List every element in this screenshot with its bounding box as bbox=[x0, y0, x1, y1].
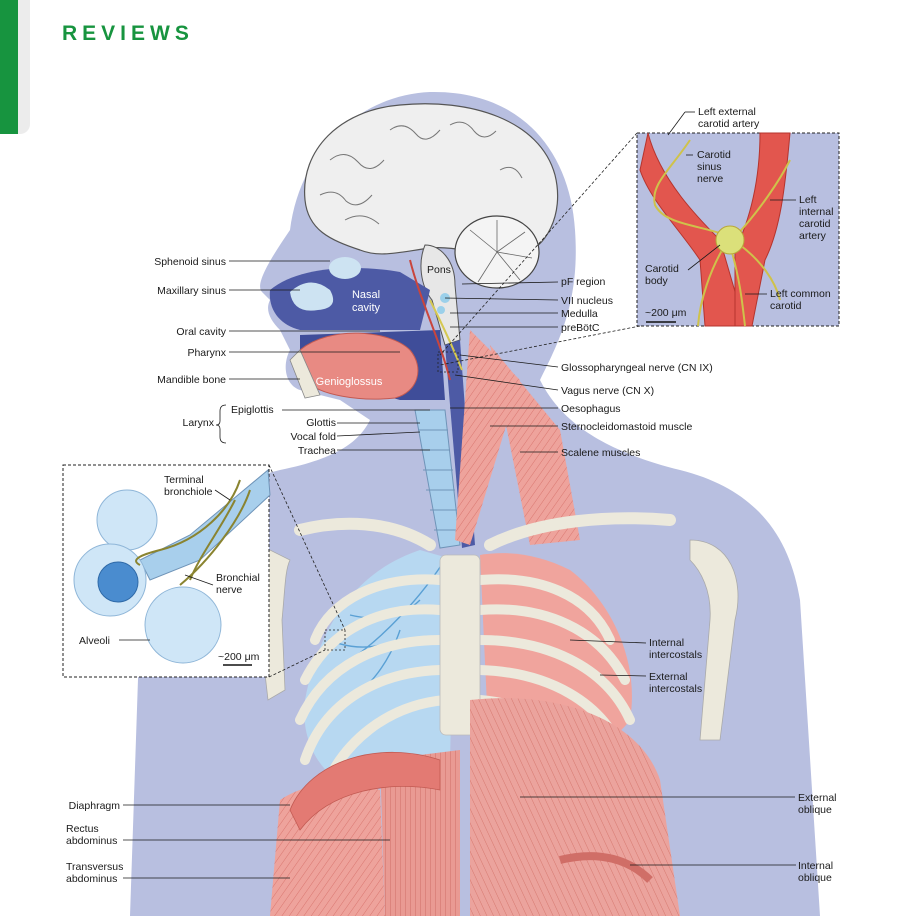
inset-locator-top bbox=[437, 351, 459, 373]
label-rectus-abdominus-1: Rectus bbox=[66, 823, 99, 835]
leader-lines bbox=[119, 111, 796, 879]
label-carotid-sinus-3: nerve bbox=[697, 173, 723, 185]
label-alveoli: Alveoli bbox=[79, 635, 110, 647]
humerus-right bbox=[689, 539, 739, 741]
label-left-external-carotid-2: carotid artery bbox=[698, 118, 760, 130]
label-oral-cavity: Oral cavity bbox=[176, 326, 226, 338]
label-internal-oblique-2: oblique bbox=[798, 872, 832, 884]
label-external-intercostals-1: External bbox=[649, 671, 688, 683]
page-section-title: REVIEWS bbox=[62, 22, 194, 45]
label-transversus-abdominus-2: abdominus bbox=[66, 873, 117, 885]
label-scale-bar-left: ~200 μm bbox=[218, 651, 260, 663]
pf-region-marker bbox=[437, 306, 445, 314]
clavicle-left bbox=[294, 517, 436, 551]
label-carotid-body-1: Carotid bbox=[645, 263, 679, 275]
label-internal-intercostals-2: intercostals bbox=[649, 649, 702, 661]
label-pharynx: Pharynx bbox=[187, 347, 226, 359]
label-trachea: Trachea bbox=[298, 445, 336, 457]
label-internal-oblique-1: Internal bbox=[798, 860, 833, 872]
label-left-internal-carotid-2: internal bbox=[799, 206, 833, 218]
carotid-inset bbox=[437, 132, 840, 373]
label-left-internal-carotid-4: artery bbox=[799, 230, 827, 242]
label-larynx: Larynx bbox=[182, 417, 214, 429]
label-terminal-bronchiole-2: bronchiole bbox=[164, 486, 213, 498]
label-left-internal-carotid-3: carotid bbox=[799, 218, 831, 230]
label-medulla: Medulla bbox=[561, 308, 598, 320]
label-carotid-sinus-1: Carotid bbox=[697, 149, 731, 161]
inset-locator-left bbox=[324, 629, 346, 651]
label-sternocleidomastoid: Sternocleidomastoid muscle bbox=[561, 421, 692, 433]
label-oesophagus: Oesophagus bbox=[561, 403, 621, 415]
label-sphenoid-sinus: Sphenoid sinus bbox=[154, 256, 226, 268]
clavicle-right bbox=[484, 512, 676, 551]
rectus-abdominus-muscle bbox=[380, 750, 460, 916]
maxillary-sinus bbox=[290, 282, 334, 311]
sphenoid-sinus bbox=[329, 257, 361, 279]
label-vii-nucleus: VII nucleus bbox=[561, 295, 613, 307]
scalene-muscles bbox=[490, 345, 580, 545]
neck-artery bbox=[409, 259, 451, 381]
label-nasal-cavity-1: Nasal bbox=[352, 289, 380, 301]
label-diaphragm: Diaphragm bbox=[69, 800, 121, 812]
mandible-bone bbox=[289, 349, 321, 399]
alveolus-sac-bottom bbox=[144, 586, 222, 664]
sternum bbox=[439, 554, 481, 736]
label-epiglottis: Epiglottis bbox=[231, 404, 274, 416]
label-external-intercostals-2: intercostals bbox=[649, 683, 702, 695]
section-color-bar bbox=[0, 0, 18, 134]
label-external-oblique-2: oblique bbox=[798, 804, 832, 816]
label-scale-bar-top: ~200 μm bbox=[645, 307, 687, 319]
label-glottis: Glottis bbox=[306, 417, 336, 429]
label-terminal-bronchiole-1: Terminal bbox=[164, 474, 204, 486]
label-bronchial-nerve-2: nerve bbox=[216, 584, 242, 596]
label-vagus-nerve: Vagus nerve (CN X) bbox=[561, 385, 654, 397]
label-genioglossus: Genioglossus bbox=[316, 376, 383, 388]
label-nasal-cavity-2: cavity bbox=[352, 302, 381, 314]
label-transversus-abdominus-1: Transversus bbox=[66, 861, 123, 873]
label-carotid-sinus-2: sinus bbox=[697, 161, 722, 173]
label-maxillary-sinus: Maxillary sinus bbox=[157, 285, 226, 297]
carotid-body bbox=[715, 225, 745, 255]
neck-nerve bbox=[429, 299, 463, 371]
label-left-external-carotid-1: Left external bbox=[698, 106, 756, 118]
label-pf-region: pF region bbox=[561, 276, 606, 288]
label-carotid-body-2: body bbox=[645, 275, 669, 287]
alveolus-cutaway bbox=[97, 561, 139, 603]
label-external-oblique-1: External bbox=[798, 792, 837, 804]
alveolus-sac-top bbox=[96, 489, 158, 551]
label-bronchial-nerve-1: Bronchial bbox=[216, 572, 260, 584]
diaphragm-muscle bbox=[289, 752, 441, 831]
section-side-bar bbox=[18, 0, 30, 134]
label-left-common-carotid-2: carotid bbox=[770, 300, 802, 312]
label-glossopharyngeal-nerve: Glossopharyngeal nerve (CN IX) bbox=[561, 362, 713, 374]
alveoli-inset bbox=[62, 464, 346, 678]
terminal-bronchiole-tube bbox=[139, 468, 271, 581]
label-prebotc: preBötC bbox=[561, 322, 600, 334]
label-vocal-fold: Vocal fold bbox=[290, 431, 336, 443]
label-pons: Pons bbox=[427, 264, 451, 276]
label-rectus-abdominus-2: abdominus bbox=[66, 835, 117, 847]
label-internal-intercostals-1: Internal bbox=[649, 637, 684, 649]
label-mandible-bone: Mandible bone bbox=[157, 374, 226, 386]
trachea bbox=[414, 409, 461, 549]
label-scalene-muscles: Scalene muscles bbox=[561, 447, 640, 459]
internal-oblique-muscle bbox=[559, 852, 653, 883]
label-left-internal-carotid-1: Left bbox=[799, 194, 817, 206]
label-left-common-carotid-1: Left common bbox=[770, 288, 831, 300]
